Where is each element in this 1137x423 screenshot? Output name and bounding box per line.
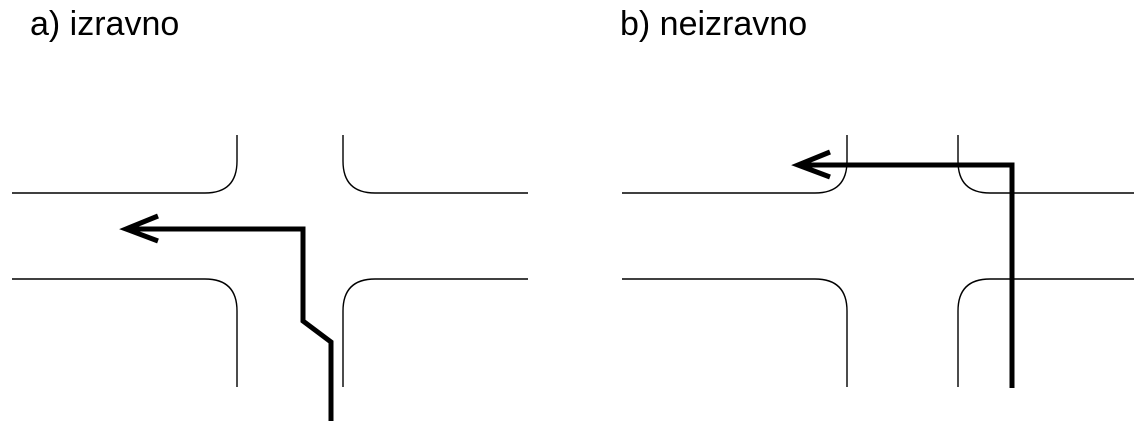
panel-a-turn-path [119,213,334,421]
panel-b-title: b) neizravno [620,5,808,43]
panel-b-arrowhead [791,149,831,180]
panel-b-curb-bottom-left [622,278,848,387]
panel-a-arrowhead [119,213,159,244]
panel-b-curb-top-left [622,135,848,194]
panel-a-curb-bottom-right [342,278,528,387]
panel-b-curb-top-right [957,135,1134,194]
panel-b-curb-bottom-right [957,278,1134,387]
panel-a-route-line [126,226,334,421]
panel-a-curb-top-right [342,135,528,194]
panel-b-turn-path [791,149,1015,388]
panel-a-curb-top-left [12,135,238,194]
panel-a-title: a) izravno [30,5,180,43]
panel-b-route-line [798,162,1015,388]
panel-a-curb-bottom-left [12,278,238,387]
panel-a-intersection [12,135,528,387]
panel-b-intersection [622,135,1134,387]
